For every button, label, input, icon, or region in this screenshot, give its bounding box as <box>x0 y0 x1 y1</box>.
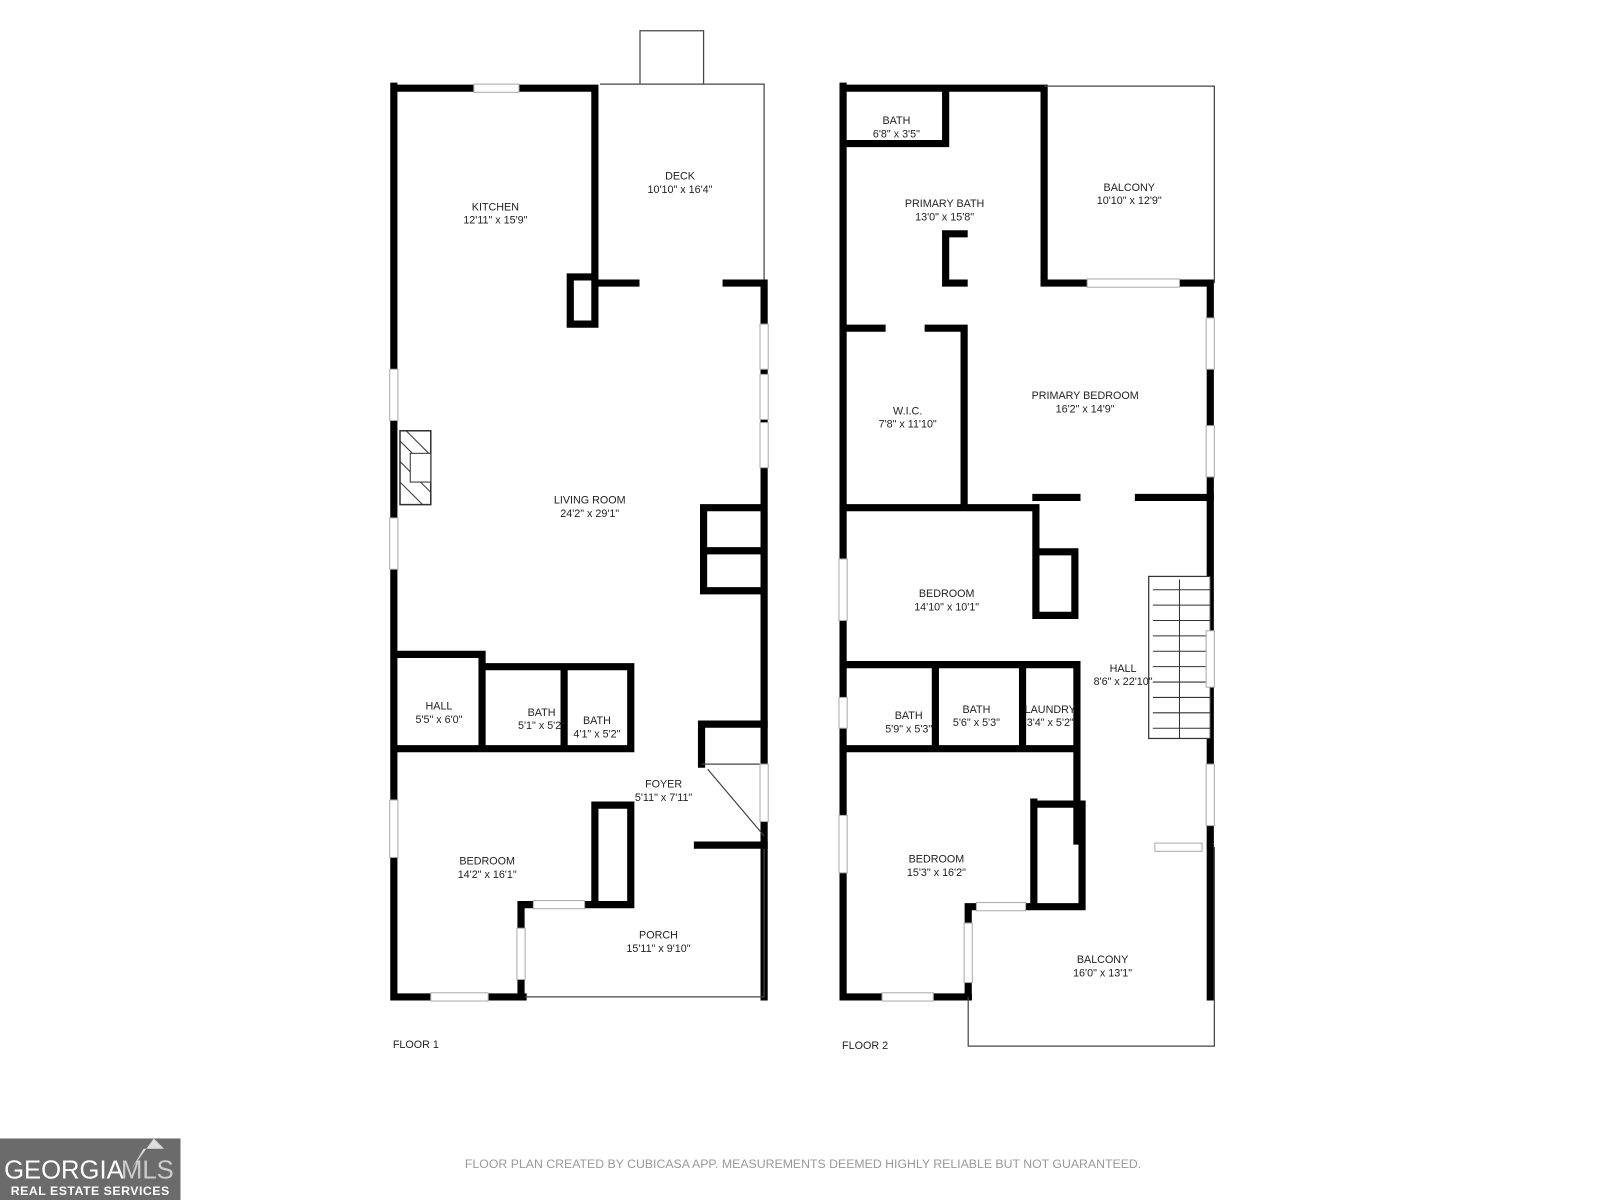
room-dims: 7'8" x 11'10" <box>879 419 937 431</box>
room-dims: 12'11" x 15'9" <box>463 215 527 227</box>
room-name: W.I.C. <box>893 405 922 417</box>
room-dims: 8'6" x 22'10" <box>1094 676 1153 688</box>
floor-2-label: FLOOR 2 <box>842 1040 888 1052</box>
floor-1-labels: KITCHEN 12'11" x 15'9" DECK 10'10" x 16'… <box>393 170 713 1051</box>
room-name: HALL <box>426 701 453 713</box>
floor-2-labels: BATH 6'8" x 3'5" PRIMARY BATH 13'0" x 15… <box>842 115 1162 1052</box>
room-name: LIVING ROOM <box>554 495 626 507</box>
room-name: DECK <box>665 170 696 182</box>
disclaimer: FLOOR PLAN CREATED BY CUBICASA APP. MEAS… <box>465 1157 1141 1171</box>
room-dims: 6'8" x 3'5" <box>873 128 920 140</box>
room-name: FOYER <box>645 779 682 791</box>
room-name: BATH <box>895 710 923 722</box>
room-name: BALCONY <box>1077 954 1128 966</box>
logo-primary: GEORGIA <box>4 1156 125 1184</box>
room-dims: 5'5" x 6'0" <box>415 714 462 726</box>
room-dims: 16'0" x 13'1" <box>1073 967 1132 979</box>
room-dims: 5'6" x 5'3" <box>953 717 1000 729</box>
room-name: PRIMARY BEDROOM <box>1032 390 1139 402</box>
room-name: BEDROOM <box>919 588 975 600</box>
logo-secondary: MLS <box>121 1156 174 1184</box>
room-dims: 15'11" x 9'10" <box>626 943 690 955</box>
room-name: BATH <box>528 707 556 719</box>
floor-1-label: FLOOR 1 <box>393 1039 439 1051</box>
room-dims: 14'10" x 10'1" <box>914 601 979 613</box>
room-dims: 13'0" x 15'8" <box>915 212 974 224</box>
room-name: BATH <box>962 704 990 716</box>
room-dims: 5'9" x 5'3" <box>885 723 932 735</box>
room-dims: 24'2" x 29'1" <box>560 508 619 520</box>
georgia-mls-logo: GEORGIA MLS REAL ESTATE SERVICES <box>0 1138 181 1200</box>
room-dims: 5'1" x 5'2" <box>518 720 565 732</box>
room-dims: 5'11" x 7'11" <box>635 792 693 804</box>
room-name: HALL <box>1110 663 1137 675</box>
room-name: PRIMARY BATH <box>905 198 984 210</box>
room-dims: 4'1" x 5'2" <box>573 728 620 740</box>
floor-1-plan <box>389 30 769 1002</box>
room-dims: 10'10" x 16'4" <box>648 184 713 196</box>
room-name: LAUNDRY <box>1025 704 1076 716</box>
floor-2-plan <box>838 82 1215 1047</box>
room-name: BEDROOM <box>909 854 965 866</box>
room-name: PORCH <box>639 929 678 941</box>
room-name: BALCONY <box>1104 182 1155 194</box>
logo-tagline: REAL ESTATE SERVICES <box>11 1184 170 1198</box>
room-dims: 3'4" x 5'2" <box>1027 717 1074 729</box>
room-name: BATH <box>882 115 910 127</box>
room-name: BEDROOM <box>459 856 515 868</box>
room-dims: 16'2" x 14'9" <box>1056 403 1115 415</box>
room-name: BATH <box>583 715 611 727</box>
room-dims: 15'3" x 16'2" <box>907 867 966 879</box>
room-name: KITCHEN <box>472 201 519 213</box>
room-dims: 10'10" x 12'9" <box>1097 195 1162 207</box>
room-dims: 14'2" x 16'1" <box>458 869 517 881</box>
